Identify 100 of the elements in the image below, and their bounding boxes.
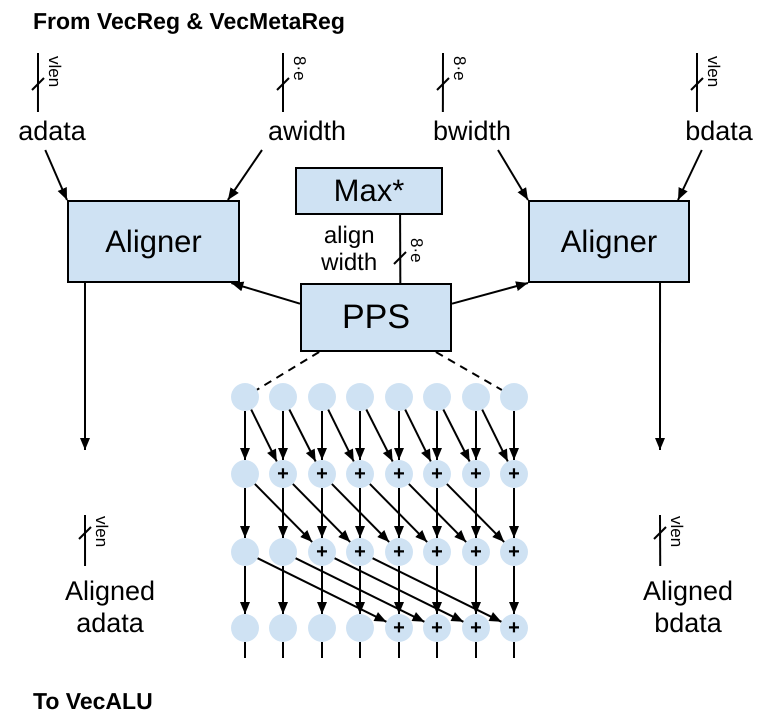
adder-circle: + [385, 538, 413, 566]
dashed-line [256, 351, 320, 391]
arrow [278, 411, 288, 460]
node-circle [308, 614, 336, 642]
connector-line [321, 642, 323, 658]
arrow [369, 483, 428, 543]
arrow [80, 283, 90, 450]
adder-circle: + [462, 538, 490, 566]
arrow [295, 557, 425, 623]
diagram-caption: To VecALU [33, 688, 153, 715]
arrow [292, 483, 351, 543]
connector-line [244, 642, 246, 658]
signal-name: awidth [257, 112, 357, 150]
arrow [317, 411, 327, 460]
arrow [655, 283, 665, 450]
adder-circle: + [385, 460, 413, 488]
arrow [227, 149, 263, 201]
arrow [317, 488, 327, 538]
arrow [331, 483, 390, 543]
process-box: Max* [295, 167, 443, 215]
connector-line [696, 53, 698, 112]
adder-circle: + [462, 460, 490, 488]
arrow [240, 411, 250, 460]
arrow [509, 411, 519, 460]
node-circle [346, 614, 374, 642]
arrow [677, 150, 703, 200]
connector-line [36, 53, 39, 112]
arrow [44, 150, 68, 200]
bus-width-label: vlen [46, 56, 63, 88]
arrow [442, 409, 471, 462]
arrow [394, 488, 404, 538]
adder-circle: + [308, 538, 336, 566]
node-circle [308, 383, 336, 411]
arrow [334, 557, 464, 623]
diagram-title: From VecReg & VecMetaReg [33, 8, 345, 35]
arrow [471, 566, 481, 614]
adder-circle: + [269, 460, 297, 488]
adder-circle: + [462, 614, 490, 642]
connector-line [359, 642, 361, 658]
arrow [481, 409, 509, 462]
node-circle [231, 614, 259, 642]
connector-line [513, 642, 515, 658]
connector-line [282, 642, 284, 658]
node-circle [462, 383, 490, 411]
connector-line [399, 215, 402, 283]
bus-width-label: 8·e [408, 238, 425, 263]
connector-line [84, 515, 86, 566]
adder-circle: + [500, 460, 528, 488]
node-circle [500, 383, 528, 411]
connector-line [398, 642, 400, 658]
adder-circle: + [385, 614, 413, 642]
adder-circle: + [346, 538, 374, 566]
arrow [509, 566, 519, 614]
adder-circle: + [423, 460, 451, 488]
arrow [432, 566, 442, 614]
adder-circle: + [346, 460, 374, 488]
arrow [497, 149, 529, 201]
arrow [394, 566, 404, 614]
arrow [355, 488, 365, 538]
connector-line [442, 53, 444, 112]
node-circle [269, 614, 297, 642]
process-box: Aligner [67, 200, 240, 283]
arrow [327, 409, 355, 462]
node-circle [385, 383, 413, 411]
arrow [231, 282, 300, 305]
arrow [355, 411, 365, 460]
arrow [240, 566, 250, 614]
adder-circle: + [500, 614, 528, 642]
arrow [452, 281, 528, 305]
arrow [250, 409, 278, 462]
bus-width-label: 8·e [451, 56, 468, 81]
arrow [404, 409, 432, 462]
arrow [446, 483, 505, 543]
node-circle [231, 460, 259, 488]
signal-name: adata [10, 112, 94, 150]
arrow [355, 566, 365, 614]
arrow [372, 557, 502, 623]
connector-line [436, 642, 438, 658]
signal-name: bdata [676, 112, 762, 150]
adder-circle: + [423, 614, 451, 642]
connector-line [475, 642, 477, 658]
adder-circle: + [423, 538, 451, 566]
signal-name: Aligned adata [46, 566, 174, 648]
arrow [278, 566, 288, 614]
arrow [254, 483, 313, 543]
arrow [240, 488, 250, 538]
node-circle [269, 383, 297, 411]
node-circle [231, 383, 259, 411]
signal-name: Aligned bdata [624, 566, 752, 648]
arrow [365, 409, 394, 462]
process-box: Aligner [528, 200, 690, 283]
arrow [408, 483, 467, 543]
node-circle [423, 383, 451, 411]
arrow [471, 488, 481, 538]
dashed-line [435, 351, 502, 391]
connector-line [282, 53, 284, 112]
arrow [278, 488, 288, 538]
arrow [432, 411, 442, 460]
signal-name: bwidth [420, 112, 524, 150]
bus-width-label: vlen [705, 56, 722, 88]
